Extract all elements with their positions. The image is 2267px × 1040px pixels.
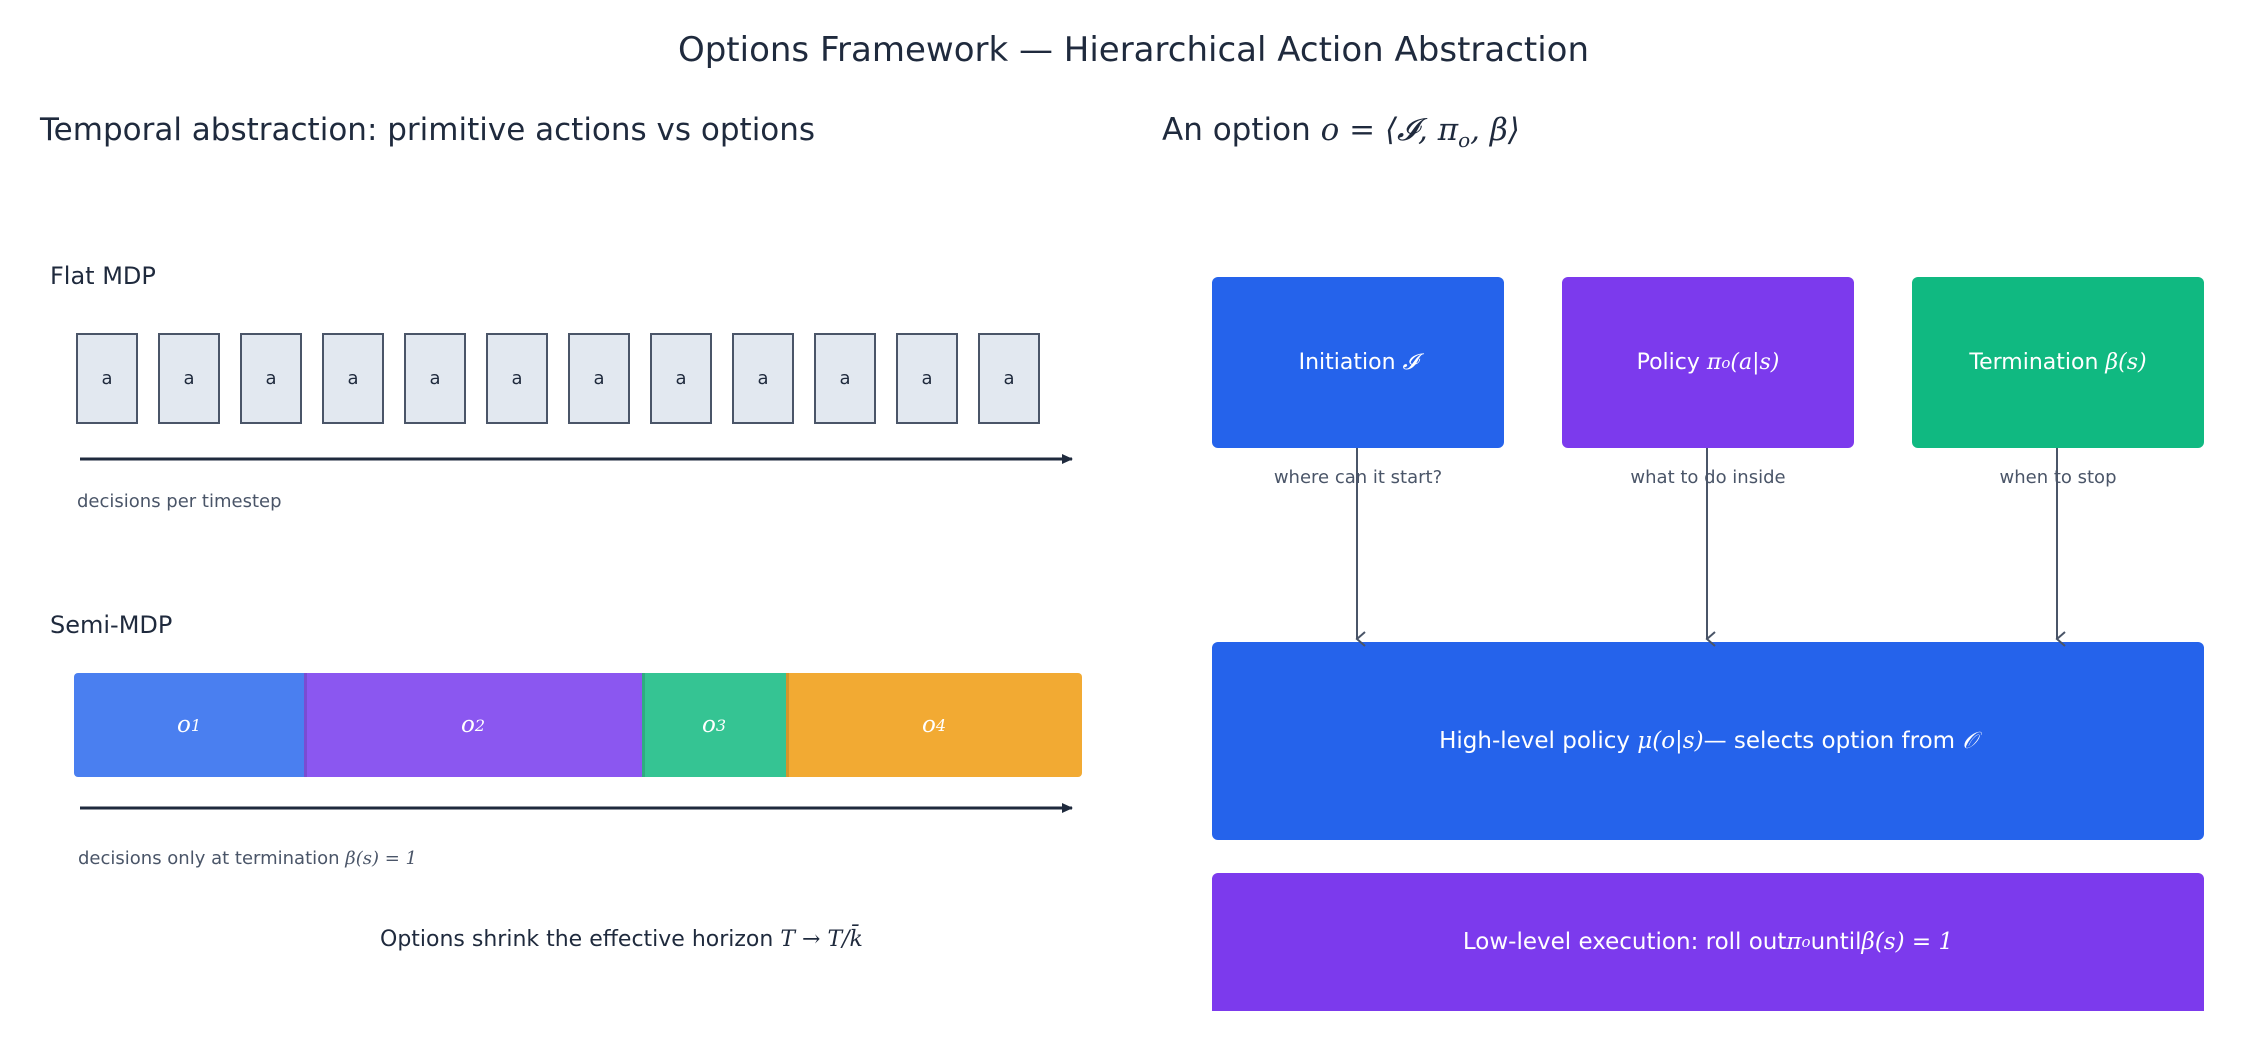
termination-math: β(s)	[2105, 350, 2147, 375]
option-subscript: 3	[715, 715, 727, 735]
flat-mdp-label: Flat MDP	[50, 262, 156, 290]
termination-text: Termination	[1969, 350, 2099, 375]
option-divider	[304, 673, 307, 777]
flat-step-box: a	[486, 333, 548, 424]
flat-step-box: a	[76, 333, 138, 424]
policy-math: π	[1706, 350, 1722, 375]
semi-caption-text: decisions only at termination	[78, 848, 346, 869]
flat-step-box: a	[978, 333, 1040, 424]
right-title-math: o = ⟨𝓘, π	[1320, 112, 1459, 148]
option-name: o	[460, 712, 475, 738]
high-level-text: High-level policy	[1439, 728, 1630, 754]
flat-step-box: a	[732, 333, 794, 424]
flat-step-box: a	[896, 333, 958, 424]
flat-step-box: a	[322, 333, 384, 424]
high-level-policy-box: High-level policy μ(o|s) — selects optio…	[1212, 642, 2204, 840]
low-level-math: π	[1786, 929, 1802, 955]
right-title-text: An option	[1162, 112, 1321, 148]
right-panel-title: An option o = ⟨𝓘, πo, β⟩	[1162, 112, 1520, 152]
low-level-math2: β(s) = 1	[1861, 929, 1954, 955]
option-name: o	[176, 712, 191, 738]
termination-box: Termination β(s)	[1912, 277, 2204, 448]
flat-caption: decisions per timestep	[77, 491, 282, 512]
flat-step-box: a	[814, 333, 876, 424]
option-divider	[786, 673, 789, 777]
high-level-math: μ(o|s)	[1637, 728, 1704, 754]
initiation-text: Initiation	[1298, 350, 1396, 375]
policy-text: Policy	[1636, 350, 1700, 375]
initiation-math: 𝓘	[1402, 350, 1418, 375]
semi-mdp-label: Semi-MDP	[50, 611, 173, 639]
horizon-note-math: T → T/k̄	[780, 927, 863, 952]
right-title-sub: o	[1458, 128, 1471, 153]
option-name: o	[921, 712, 936, 738]
flat-step-box: a	[650, 333, 712, 424]
horizon-note-text: Options shrink the effective horizon	[380, 927, 781, 952]
option-subscript: 4	[935, 715, 947, 735]
semi-caption: decisions only at termination β(s) = 1	[78, 848, 417, 869]
flat-step-box: a	[240, 333, 302, 424]
option-divider	[642, 673, 645, 777]
semi-caption-math: β(s) = 1	[345, 848, 417, 869]
initiation-box: Initiation 𝓘	[1212, 277, 1504, 448]
option-name: o	[701, 712, 716, 738]
horizon-note: Options shrink the effective horizon T →…	[380, 927, 863, 952]
flat-step-box: a	[158, 333, 220, 424]
high-level-text2: — selects option from	[1703, 728, 1956, 754]
low-level-text2: until	[1810, 929, 1862, 955]
policy-math-end: (a|s)	[1730, 350, 1780, 375]
page-title: Options Framework — Hierarchical Action …	[677, 30, 1590, 70]
low-level-math-sub: o	[1801, 933, 1811, 951]
flat-step-box: a	[404, 333, 466, 424]
option-subscript: 2	[474, 715, 486, 735]
low-level-text: Low-level execution: roll out	[1462, 929, 1787, 955]
flat-step-box: a	[568, 333, 630, 424]
high-level-math2: 𝒪	[1962, 728, 1977, 754]
right-title-math-end: , β⟩	[1470, 112, 1520, 148]
left-panel-title: Temporal abstraction: primitive actions …	[40, 112, 816, 148]
policy-math-sub: o	[1721, 353, 1731, 372]
option-subscript: 1	[190, 715, 202, 735]
